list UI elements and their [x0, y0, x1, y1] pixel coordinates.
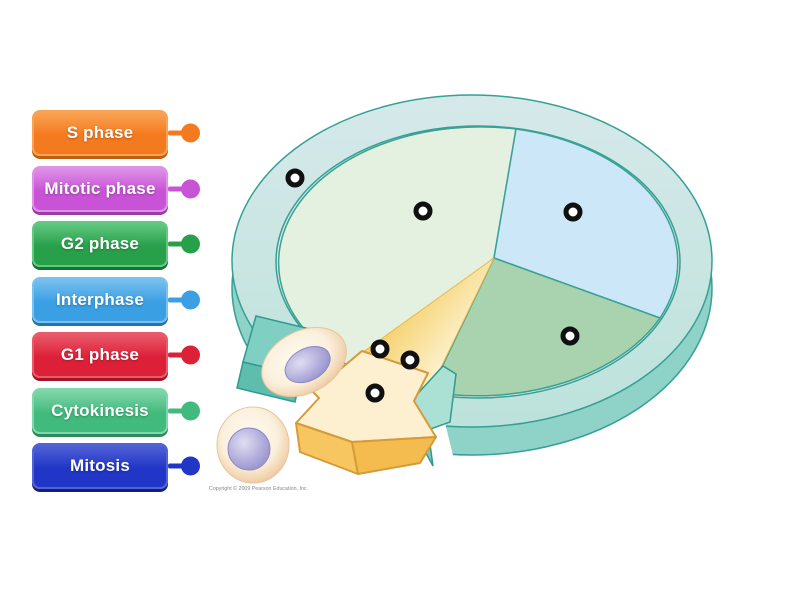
label-text: S phase [66, 123, 134, 142]
connector-dot [181, 401, 200, 420]
connector-stub [168, 408, 184, 413]
copyright-text: Copyright © 2009 Pearson Education, Inc. [209, 485, 308, 492]
cell-nucleus [284, 346, 331, 384]
label-point[interactable] [285, 168, 305, 188]
connector-dot [181, 179, 200, 198]
label-point[interactable] [365, 383, 385, 403]
parent-cell [216, 406, 290, 484]
label-point[interactable] [560, 326, 580, 346]
label-text: G1 phase [60, 345, 140, 364]
label-chip-g2-phase[interactable]: G2 phase [32, 221, 200, 267]
slice-blue [493, 128, 679, 319]
label-text: Cytokinesis [51, 400, 149, 420]
connector-dot [181, 290, 200, 309]
label-point[interactable] [563, 202, 583, 222]
label-chip-interphase[interactable]: Interphase [32, 276, 200, 323]
arrow-front-right [351, 436, 437, 475]
label-list: S phase Mitotic phase G2 phase Interphas… [32, 110, 200, 489]
dividing-cell [261, 326, 347, 398]
label-point[interactable] [400, 350, 420, 370]
connector-dot [181, 345, 200, 365]
connector-dot [181, 123, 200, 143]
label-chip-s-phase[interactable]: S phase [32, 110, 200, 156]
label-chip-g1-phase[interactable]: G1 phase [32, 332, 200, 378]
connector-stub [168, 463, 184, 469]
connector-stub [168, 352, 184, 358]
connector-stub [168, 241, 184, 247]
slice-green [428, 257, 662, 397]
cell-nucleus [227, 427, 271, 471]
connector-stub [168, 186, 184, 191]
label-chip-mitotic-phase[interactable]: Mitotic phase [32, 165, 200, 212]
label-text: Mitotic phase [44, 178, 156, 198]
label-chip-mitosis[interactable]: Mitosis [32, 443, 200, 489]
connector-dot [181, 456, 200, 476]
connector-stub [168, 130, 184, 136]
label-point[interactable] [413, 201, 433, 221]
label-text: Interphase [56, 289, 144, 309]
label-text: G2 phase [60, 234, 140, 253]
label-points-group [285, 168, 583, 403]
label-chip-cytokinesis[interactable]: Cytokinesis [32, 387, 200, 434]
mitotic-arrow [295, 350, 437, 475]
label-text: Mitosis [70, 456, 130, 475]
label-point[interactable] [370, 339, 390, 359]
connector-stub [168, 297, 184, 302]
connector-dot [181, 234, 200, 254]
